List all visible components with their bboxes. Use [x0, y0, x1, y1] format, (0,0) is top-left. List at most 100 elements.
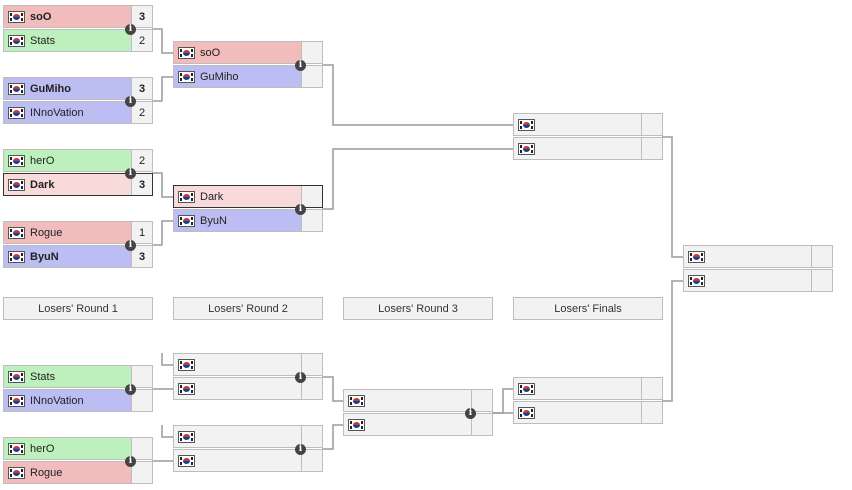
info-icon[interactable]: i: [295, 60, 306, 71]
player-slot[interactable]: Stats: [3, 365, 153, 388]
player-score: [301, 210, 322, 231]
player-slot[interactable]: [343, 413, 493, 436]
south-korea-flag-icon: [178, 190, 195, 203]
player-slot[interactable]: ByuN 3: [3, 245, 153, 268]
south-korea-flag-icon: [8, 250, 25, 263]
player-name: soO: [200, 46, 221, 59]
player-name: soO: [30, 10, 52, 23]
player-score: [301, 378, 322, 399]
player-name: Dark: [200, 190, 224, 203]
player-score: [471, 414, 492, 435]
player-name: ByuN: [30, 250, 59, 263]
south-korea-flag-icon: [178, 70, 195, 83]
south-korea-flag-icon: [8, 154, 25, 167]
player-score: [131, 438, 152, 459]
south-korea-flag-icon: [8, 394, 25, 407]
player-name: Dark: [30, 178, 55, 191]
player-name: Rogue: [30, 466, 63, 479]
info-icon[interactable]: i: [125, 24, 136, 35]
player-slot[interactable]: [683, 245, 833, 268]
info-icon[interactable]: i: [465, 408, 476, 419]
player-slot[interactable]: herO 2: [3, 149, 153, 172]
south-korea-flag-icon: [178, 454, 195, 467]
player-score: [301, 186, 322, 207]
player-slot[interactable]: [173, 377, 323, 400]
player-slot[interactable]: [173, 449, 323, 472]
south-korea-flag-icon: [518, 118, 535, 131]
player-score: 3: [131, 78, 152, 99]
south-korea-flag-icon: [518, 382, 535, 395]
player-name: herO: [30, 154, 55, 167]
player-score: 2: [131, 30, 152, 51]
player-slot[interactable]: [683, 269, 833, 292]
south-korea-flag-icon: [8, 34, 25, 47]
info-icon[interactable]: i: [125, 96, 136, 107]
south-korea-flag-icon: [348, 394, 365, 407]
player-score: 3: [131, 246, 152, 267]
player-score: [131, 390, 152, 411]
info-icon[interactable]: i: [125, 240, 136, 251]
player-slot[interactable]: Dark 3: [3, 173, 153, 196]
south-korea-flag-icon: [178, 382, 195, 395]
round-label-losers-round-2: Losers' Round 2: [173, 297, 323, 320]
player-name: Rogue: [30, 226, 63, 239]
player-slot[interactable]: herO: [3, 437, 153, 460]
info-icon[interactable]: i: [295, 204, 306, 215]
player-name: ByuN: [200, 214, 227, 227]
south-korea-flag-icon: [178, 430, 195, 443]
south-korea-flag-icon: [518, 406, 535, 419]
info-icon[interactable]: i: [295, 372, 306, 383]
player-score: [811, 270, 832, 291]
player-score: [811, 246, 832, 267]
south-korea-flag-icon: [8, 178, 25, 191]
south-korea-flag-icon: [348, 418, 365, 431]
player-name: GuMiho: [30, 82, 71, 95]
player-score: 2: [131, 150, 152, 171]
player-slot[interactable]: soO 3: [3, 5, 153, 28]
player-slot[interactable]: [513, 113, 663, 136]
south-korea-flag-icon: [688, 274, 705, 287]
player-slot[interactable]: GuMiho 3: [3, 77, 153, 100]
south-korea-flag-icon: [178, 46, 195, 59]
player-score: [301, 426, 322, 447]
south-korea-flag-icon: [8, 10, 25, 23]
south-korea-flag-icon: [178, 214, 195, 227]
player-slot[interactable]: ByuN: [173, 209, 323, 232]
player-name: Stats: [30, 34, 56, 47]
player-slot[interactable]: [513, 401, 663, 424]
player-score: 2: [131, 102, 152, 123]
player-slot[interactable]: GuMiho: [173, 65, 323, 88]
player-slot[interactable]: soO: [173, 41, 323, 64]
info-icon[interactable]: i: [125, 456, 136, 467]
info-icon[interactable]: i: [125, 384, 136, 395]
player-name: INnoVation: [30, 394, 84, 407]
player-score: 3: [131, 6, 152, 27]
player-slot[interactable]: INnoVation 2: [3, 101, 153, 124]
player-score: [131, 366, 152, 387]
south-korea-flag-icon: [8, 466, 25, 479]
south-korea-flag-icon: [688, 250, 705, 263]
player-slot[interactable]: [173, 425, 323, 448]
player-score: [301, 450, 322, 471]
south-korea-flag-icon: [8, 82, 25, 95]
info-icon[interactable]: i: [125, 168, 136, 179]
round-label-losers-round-1: Losers' Round 1: [3, 297, 153, 320]
round-label-losers-finals: Losers' Finals: [513, 297, 663, 320]
player-score: [301, 354, 322, 375]
player-slot[interactable]: Rogue 1: [3, 221, 153, 244]
player-score: [301, 66, 322, 87]
player-score: 1: [131, 222, 152, 243]
player-slot[interactable]: [513, 137, 663, 160]
player-slot[interactable]: [173, 353, 323, 376]
player-slot[interactable]: INnoVation: [3, 389, 153, 412]
player-slot[interactable]: Rogue: [3, 461, 153, 484]
player-score: 3: [131, 174, 152, 195]
player-slot[interactable]: Dark: [173, 185, 323, 208]
south-korea-flag-icon: [8, 442, 25, 455]
info-icon[interactable]: i: [295, 444, 306, 455]
player-slot[interactable]: [513, 377, 663, 400]
player-name: GuMiho: [200, 70, 239, 83]
player-slot[interactable]: [343, 389, 493, 412]
player-slot[interactable]: Stats 2: [3, 29, 153, 52]
player-score: [131, 462, 152, 483]
